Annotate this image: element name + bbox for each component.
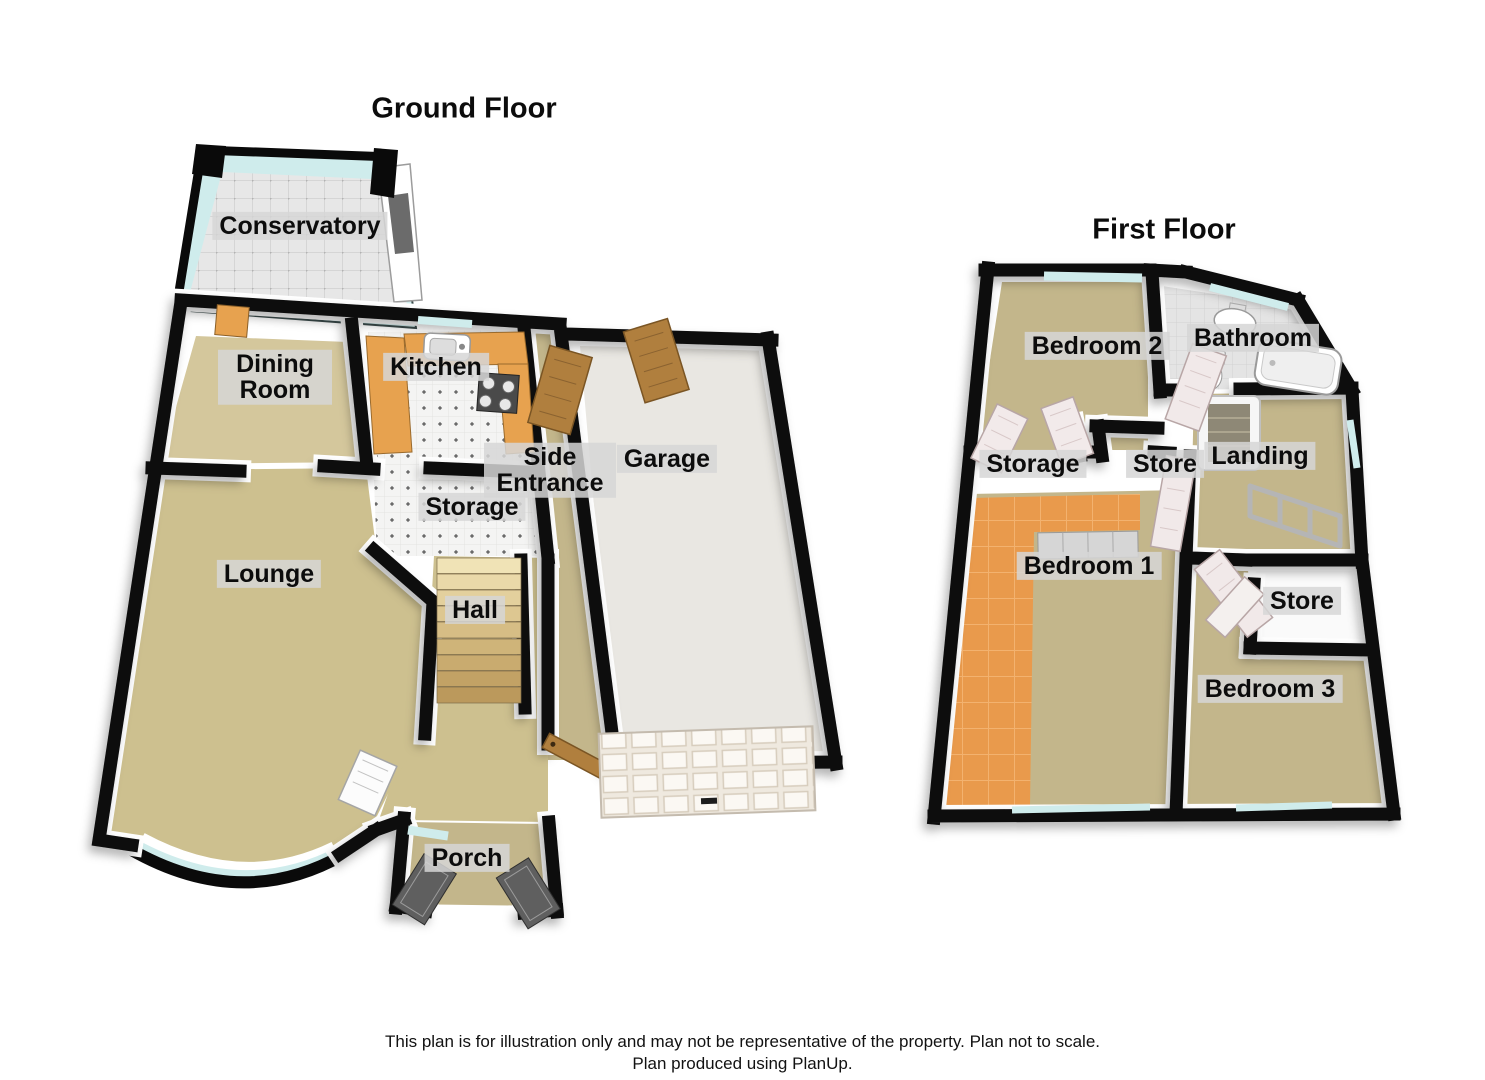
kitchen-window-icon [417,316,473,328]
railing-icon [1247,483,1343,549]
stairs-icon [436,557,522,704]
room-label-landing: Landing [1204,441,1316,471]
room-label-conservatory: Conservatory [212,211,388,241]
side-entrance-door-icon [526,344,594,436]
room-label-storage-ground: Storage [418,492,526,522]
room-label-dining-room: Dining Room [218,349,332,405]
wall-post [370,148,398,198]
room-label-bedroom1: Bedroom 1 [1016,551,1162,581]
room-label-side-entrance: Side Entrance [484,442,616,498]
garage-door-icon [597,725,817,819]
garage-inner-door-icon [622,317,690,404]
hob-icon [476,372,520,414]
room-label-hall: Hall [445,595,505,625]
footer-line2: Plan produced using PlanUp. [632,1054,853,1073]
room-label-porch: Porch [424,843,510,873]
room-bedroom2-floor [976,282,1148,450]
room-conservatory [171,144,423,330]
ground-floor-plan [86,144,849,930]
porch-window-icon [407,825,449,841]
bedroom1-carpet [946,494,1140,808]
wall-post [192,144,226,178]
sideboard-icon [214,304,250,338]
ground-floor-title: Ground Floor [371,92,557,125]
bath-icon [1253,338,1343,396]
room-label-bedroom2: Bedroom 2 [1024,331,1170,361]
lounge-window-unit-icon [337,749,398,817]
first-floor-windows [1011,271,1361,814]
room-label-lounge: Lounge [216,559,322,589]
room-label-bedroom3: Bedroom 3 [1197,674,1343,704]
conservatory-door-opening [388,193,414,254]
room-label-storage-first: Storage [979,449,1087,479]
footer-line1: This plan is for illustration only and m… [384,1032,1100,1051]
room-label-garage: Garage [616,444,718,474]
store-door-icon [1204,575,1265,639]
room-label-kitchen: Kitchen [383,352,489,382]
first-floor-title: First Floor [1092,213,1236,246]
room-label-bathroom: Bathroom [1186,323,1320,353]
room-label-store2: Store [1263,586,1341,616]
room-label-store-landing: Store [1126,449,1204,479]
bay-window-icon [124,833,346,889]
footer-disclaimer: This plan is for illustration only and m… [0,1031,1485,1075]
